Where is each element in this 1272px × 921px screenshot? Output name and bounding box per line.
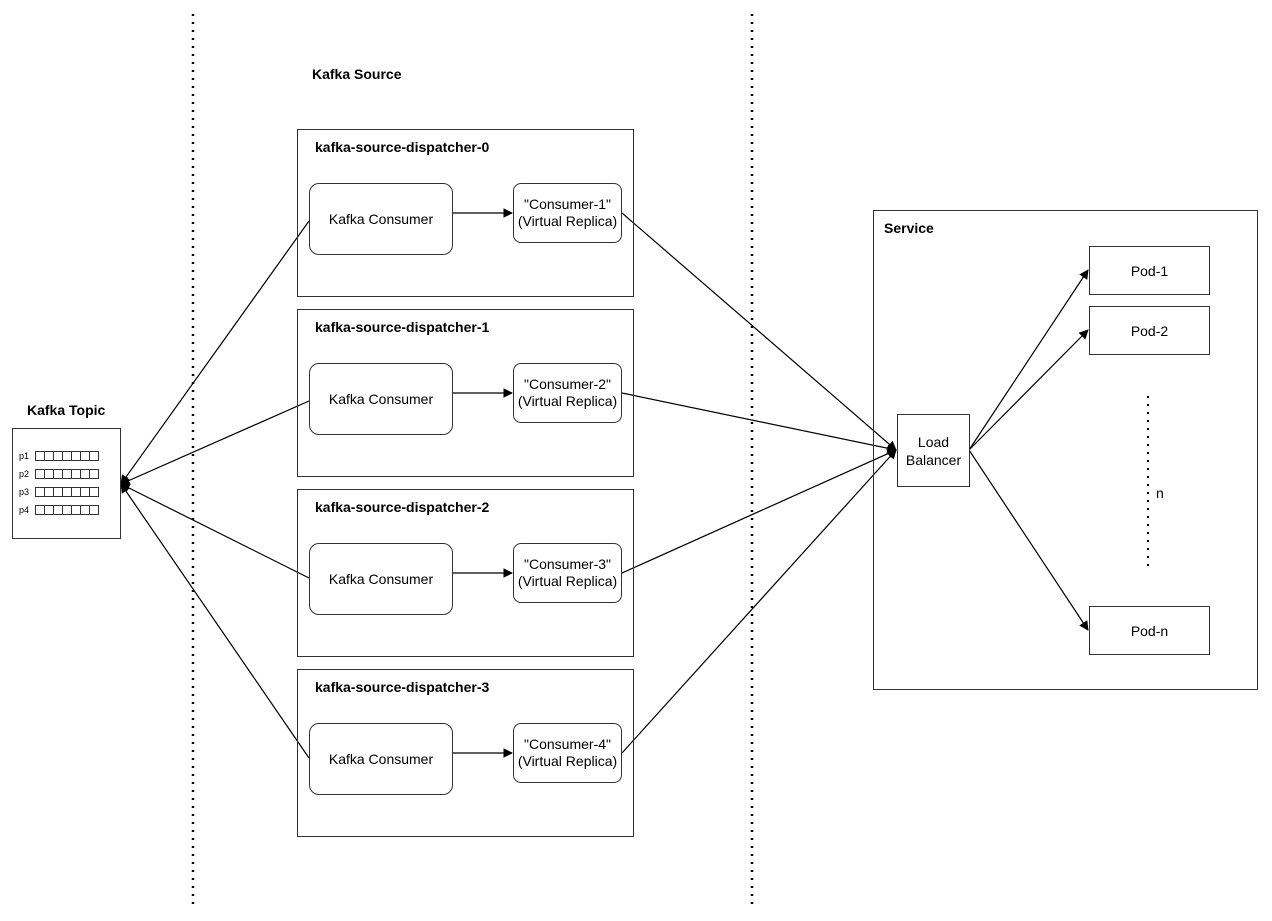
kafka-source-title: Kafka Source [312, 66, 402, 82]
dispatcher-box-1 [297, 309, 634, 477]
kafka-consumer-2: Kafka Consumer [309, 543, 453, 615]
link-replica-1-to-lb [621, 392, 897, 453]
service-box [873, 210, 1258, 690]
link-consumer-0-to-topic [120, 220, 310, 485]
lb-line-1: Load [917, 433, 950, 450]
partition-label: p2 [19, 469, 30, 479]
dispatcher-title-3: kafka-source-dispatcher-3 [315, 679, 490, 695]
kafka-consumer-0: Kafka Consumer [309, 183, 453, 255]
partition-row: p3 [19, 485, 99, 499]
replica-sub: (Virtual Replica) [517, 573, 618, 589]
link-lb-to-pod-n [968, 449, 1089, 631]
dispatcher-title-1: kafka-source-dispatcher-1 [315, 319, 490, 335]
dispatcher-title-0: kafka-source-dispatcher-0 [315, 139, 490, 155]
pod-2: Pod-2 [1089, 306, 1210, 355]
link-lb-to-pod-1 [968, 269, 1089, 451]
virtual-replica-3: "Consumer-4"(Virtual Replica) [513, 723, 622, 783]
partition-row: p4 [19, 503, 99, 517]
dispatcher-title-2: kafka-source-dispatcher-2 [315, 499, 490, 515]
partition-row: p1 [19, 449, 99, 463]
partition-label: p3 [19, 487, 30, 497]
replica-sub: (Virtual Replica) [517, 393, 618, 409]
dispatcher-box-2 [297, 489, 634, 657]
virtual-replica-2: "Consumer-3"(Virtual Replica) [513, 543, 622, 603]
partition-row: p2 [19, 467, 99, 481]
virtual-replica-1: "Consumer-2"(Virtual Replica) [513, 363, 622, 423]
kafka-topic-box: p1 p2 p3 p4 [12, 428, 121, 539]
pod-count-label: n [1156, 485, 1164, 501]
link-consumer-1-to-topic [120, 400, 310, 485]
kafka-consumer-1: Kafka Consumer [309, 363, 453, 435]
link-consumer-3-to-topic [120, 483, 310, 759]
dispatcher-box-0 [297, 129, 634, 297]
kafka-consumer-3: Kafka Consumer [309, 723, 453, 795]
pod-1: Pod-1 [1089, 246, 1210, 295]
replica-name: "Consumer-1" [524, 196, 611, 212]
replica-name: "Consumer-3" [524, 556, 611, 572]
replica-sub: (Virtual Replica) [517, 753, 618, 769]
link-consumer-2-to-topic [120, 483, 310, 579]
replica-name: "Consumer-4" [524, 736, 611, 752]
virtual-replica-0: "Consumer-1"(Virtual Replica) [513, 183, 622, 243]
lb-line-2: Balancer [905, 451, 962, 468]
replica-sub: (Virtual Replica) [517, 213, 618, 229]
link-replica-3-to-lb [621, 449, 897, 754]
dispatcher-box-3 [297, 669, 634, 837]
link-lb-to-pod-2 [968, 329, 1089, 451]
kafka-topic-title: Kafka Topic [27, 402, 106, 418]
partition-label: p1 [19, 451, 30, 461]
service-title: Service [884, 220, 934, 236]
replica-name: "Consumer-2" [524, 376, 611, 392]
partition-label: p4 [19, 505, 30, 515]
pod-n: Pod-n [1089, 606, 1210, 655]
link-replica-0-to-lb [621, 212, 897, 451]
link-replica-2-to-lb [621, 449, 897, 574]
